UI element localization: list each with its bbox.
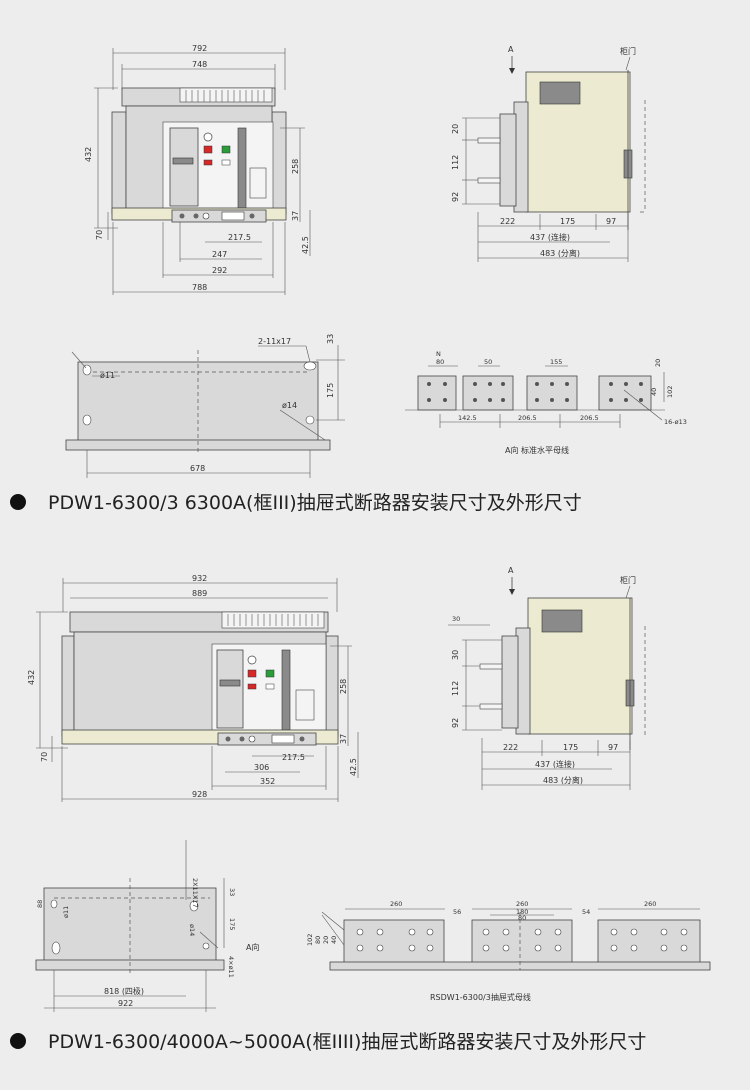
s1-bus-dim-40: 40 [650, 388, 658, 396]
s2-bus-dim-102: 102 [306, 934, 314, 946]
s2-mounting-plate: ø11 88 2X11X17 33 175 ø14 A向 4×ø11 818 (… [35, 840, 259, 1012]
s2-side-dim-97: 97 [608, 743, 618, 752]
s1-bus-holes: 16-ø13 [664, 418, 687, 426]
s1-side-dim-222: 222 [500, 217, 515, 226]
s1-dim-292: 292 [212, 266, 227, 275]
s1-bus-dim-20: 20 [654, 359, 662, 367]
s1-bus-dim-206-5b: 206.5 [580, 414, 599, 422]
s1-bus-dim-80: 80 [436, 358, 444, 366]
s2-bus-dim-180: 180 [516, 908, 528, 916]
s1-dim-748: 748 [192, 60, 207, 69]
s1-side-a: A [508, 45, 514, 54]
s2-bus-dim-40: 40 [330, 936, 338, 944]
s2-side-dim-30a: 30 [452, 615, 460, 623]
s2-dim-928: 928 [192, 790, 207, 799]
s1-bus-title: A向 标准水平母线 [505, 445, 569, 455]
s1-side-dim-20: 20 [451, 124, 460, 134]
s2-side-dim-437: 437 (连接) [535, 759, 575, 769]
s2-mount-phi14: ø14 [188, 924, 196, 936]
s2-bus-dim-54: 54 [582, 908, 590, 916]
s1-mount-dim-175: 175 [326, 383, 335, 398]
s1-side-dim-437: 437 (连接) [530, 232, 570, 242]
s1-side-dim-483: 483 (分离) [540, 248, 580, 258]
s1-dim-217-5: 217.5 [228, 233, 251, 242]
s1-dim-70: 70 [95, 230, 104, 240]
s2-dim-217-5: 217.5 [282, 753, 305, 762]
s1-dim-42-5: 42.5 [301, 236, 310, 254]
s2-dim-432: 432 [27, 670, 36, 685]
s2-side-dim-92: 92 [451, 718, 460, 728]
s2-side-view: A 柜门 30 30 112 92 222 175 97 437 (连接) [448, 566, 646, 790]
s1-dim-788: 788 [192, 283, 207, 292]
s2-bus-dim-260c: 260 [644, 900, 656, 908]
s2-mount-holes4: 4×ø11 [227, 956, 235, 978]
s2-dim-42-5: 42.5 [349, 758, 358, 776]
s2-mount-phi11: ø11 [62, 906, 70, 918]
bullet-icon [10, 1032, 26, 1049]
s2-dim-258: 258 [339, 679, 348, 694]
s2-bus-dim-80: 80 [518, 914, 526, 922]
s1-side-dim-97: 97 [606, 217, 616, 226]
s1-dim-792: 792 [192, 44, 207, 53]
s2-dim-37: 37 [339, 734, 348, 744]
s1-mount-phi14: ø14 [282, 401, 297, 410]
s2-bus-dim-260a: 260 [390, 900, 402, 908]
s1-bus-dim-102: 102 [666, 386, 674, 398]
s2-dim-932: 932 [192, 574, 207, 583]
s2-bus-dim-20: 20 [322, 936, 330, 944]
s2-side-dim-112: 112 [451, 681, 460, 696]
s1-busbar: N 80 50 155 20 40 102 142.5 206. [405, 350, 687, 455]
s2-front-view: 932 889 [27, 574, 359, 802]
s2-mount-dim-33: 33 [228, 888, 236, 896]
section1-caption-text: PDW1-6300/3 6300A(框III)抽屉式断路器安装尺寸及外形尺寸 [48, 492, 582, 514]
s2-bus-dim-56: 56 [453, 908, 461, 916]
s2-bus-dim-260b: 260 [516, 900, 528, 908]
s2-bus-title: RSDW1-6300/3抽屉式母线 [430, 992, 531, 1002]
s2-dim-352: 352 [260, 777, 275, 786]
s1-bus-dim-155: 155 [550, 358, 562, 366]
s1-dim-247: 247 [212, 250, 227, 259]
s2-mount-dim-175: 175 [228, 918, 236, 930]
s1-mount-phi11: ø11 [100, 371, 115, 380]
s1-bus-dim-206-5a: 206.5 [518, 414, 537, 422]
s2-bus-dim-80v: 80 [314, 936, 322, 944]
s2-side-dim-222: 222 [503, 743, 518, 752]
s1-side-view: A 柜门 20 112 92 222 175 97 437 (连接) 483 [451, 45, 646, 262]
s1-front-view: 792 748 [84, 44, 311, 295]
s2-side-dim-483: 483 (分离) [543, 775, 583, 785]
s2-dim-70: 70 [40, 752, 49, 762]
bullet-icon [10, 493, 26, 510]
s1-side-door: 柜门 [620, 46, 636, 56]
s1-side-dim-92: 92 [451, 192, 460, 202]
s1-bus-dim-142-5: 142.5 [458, 414, 477, 422]
section2-caption: PDW1-6300/4000A~5000A(框IIII)抽屉式断路器安装尺寸及外… [10, 1027, 646, 1054]
s2-side-dim-175: 175 [563, 743, 578, 752]
s1-dim-258: 258 [291, 159, 300, 174]
s2-mount-a-dir: A向 [246, 942, 259, 952]
s2-mount-holes: 2X11X17 [191, 878, 199, 908]
s1-side-dim-112: 112 [451, 155, 460, 170]
s1-bus-n: N [436, 350, 441, 358]
s1-side-dim-175: 175 [560, 217, 575, 226]
s1-mounting-plate: ø11 2-11x17 33 175 ø14 678 [65, 334, 345, 478]
s1-dim-432: 432 [84, 147, 93, 162]
s2-mount-88-left: 88 [36, 900, 44, 908]
s2-side-dim-30b: 30 [451, 650, 460, 660]
s2-dim-889: 889 [192, 589, 207, 598]
s2-side-a: A [508, 566, 514, 575]
s1-dim-37: 37 [291, 211, 300, 221]
s1-mount-holes: 2-11x17 [258, 337, 291, 346]
section2-caption-text: PDW1-6300/4000A~5000A(框IIII)抽屉式断路器安装尺寸及外… [48, 1031, 647, 1053]
section1-caption: PDW1-6300/3 6300A(框III)抽屉式断路器安装尺寸及外形尺寸 [10, 488, 582, 515]
s2-mount-dim-922: 922 [118, 999, 133, 1008]
s2-side-door: 柜门 [620, 575, 636, 585]
s2-dim-306: 306 [254, 763, 269, 772]
s1-bus-dim-50: 50 [484, 358, 492, 366]
s1-mount-dim-33: 33 [326, 334, 335, 344]
s2-busbar: 260 56 260 180 80 54 260 102 80 20 40 RS… [306, 900, 711, 1002]
s2-mount-dim-818: 818 (四极) [104, 986, 144, 996]
s1-mount-dim-678: 678 [190, 464, 205, 473]
